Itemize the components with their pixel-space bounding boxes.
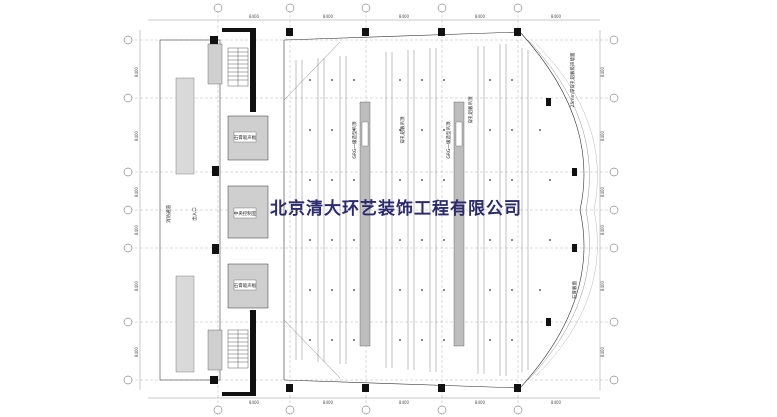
callouts: GRG一级造型吊顶 GRG一级造型吊顶 穿孔铝板吊顶 穿孔铝板吊顶 25mm厚穿… bbox=[165, 52, 578, 299]
right-dim-3: 8400 bbox=[600, 186, 605, 197]
top-dim-5: 8400 bbox=[551, 14, 562, 19]
structural-columns bbox=[286, 28, 577, 392]
axis-bubbles bbox=[123, 3, 619, 415]
left-dim-3: 8400 bbox=[134, 186, 139, 197]
hatched-wall-upper bbox=[175, 77, 195, 175]
lower-control-room-label: 石膏吸声板 bbox=[234, 282, 257, 289]
ceiling-battens bbox=[295, 44, 529, 376]
callout-side-right-2: 石膏板面 bbox=[571, 281, 578, 299]
stair-upper-icon bbox=[227, 47, 249, 87]
callout-side-right: 25mm厚穿孔铝板吸声墙面 bbox=[569, 52, 576, 107]
right-dim-6: 8400 bbox=[600, 346, 605, 357]
stair-lower-icon bbox=[227, 329, 249, 369]
control-rooms: 石膏吸声板 中央控制室 石膏吸声板 bbox=[227, 115, 269, 309]
left-dim-6: 8400 bbox=[134, 346, 139, 357]
right-dim-5: 8400 bbox=[600, 280, 605, 291]
left-dim-4: 8400 bbox=[134, 224, 139, 235]
bottom-dim-5: 8400 bbox=[551, 400, 562, 405]
callout-seat-zone-1: GRG一级造型吊顶 bbox=[351, 121, 358, 159]
callout-entry-left-2: 出入口 bbox=[191, 207, 198, 221]
company-watermark: 北京清大环艺装饰工程有限公司 bbox=[270, 198, 522, 219]
left-dim-1: 8400 bbox=[134, 66, 139, 77]
left-dimension-texts: 8400 8400 8400 8400 8400 8400 bbox=[134, 66, 139, 357]
right-dimension-texts: 8400 8400 8400 8400 8400 8400 bbox=[600, 66, 605, 357]
bottom-dim-4: 8400 bbox=[475, 400, 486, 405]
right-dim-1: 8400 bbox=[600, 66, 605, 77]
callout-panel-b: 穿孔铝板吊顶 bbox=[467, 96, 474, 123]
left-dim-5: 8400 bbox=[134, 280, 139, 291]
callout-panel-a: 穿孔铝板吊顶 bbox=[399, 116, 406, 143]
right-dim-4: 8400 bbox=[600, 224, 605, 235]
left-dim-2: 8400 bbox=[134, 130, 139, 141]
callout-entry-left: 消防通道 bbox=[165, 205, 172, 223]
top-dim-3: 8400 bbox=[399, 14, 410, 19]
grg-ceiling-strips bbox=[359, 101, 465, 347]
hatched-wall-lower bbox=[175, 275, 195, 373]
bottom-dim-1: 8400 bbox=[249, 400, 260, 405]
callout-seat-zone-2: GRG一级造型吊顶 bbox=[445, 121, 452, 159]
right-dim-2: 8400 bbox=[600, 130, 605, 141]
top-dim-1: 8400 bbox=[249, 14, 260, 19]
ceiling-lights bbox=[309, 79, 551, 341]
auditorium-outline bbox=[283, 31, 598, 389]
middle-control-room-label: 中央控制室 bbox=[234, 210, 257, 217]
top-dim-2: 8400 bbox=[323, 14, 334, 19]
bottom-dim-2: 8400 bbox=[323, 400, 334, 405]
top-dimension-texts: 8400 8400 8400 8400 8400 bbox=[249, 14, 562, 19]
left-service-block bbox=[159, 28, 256, 396]
top-dim-4: 8400 bbox=[475, 14, 486, 19]
upper-control-room-label: 石膏吸声板 bbox=[234, 134, 257, 141]
bottom-dimension-texts: 8400 8400 8400 8400 8400 bbox=[249, 400, 562, 405]
bottom-dim-3: 8400 bbox=[399, 400, 410, 405]
